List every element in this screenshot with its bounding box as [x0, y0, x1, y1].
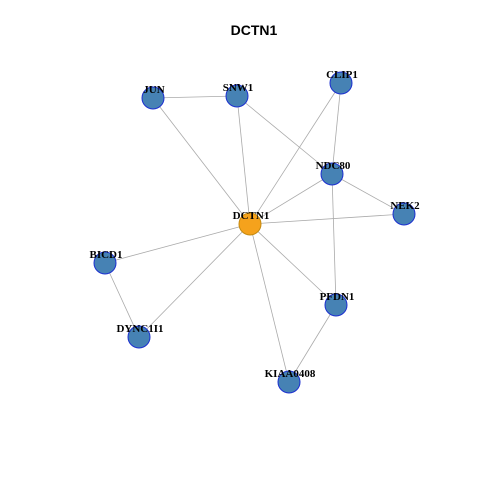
- node-label-snw1: SNW1: [223, 82, 254, 94]
- node-snw1[interactable]: [225, 84, 249, 108]
- node-clip1[interactable]: [329, 71, 353, 95]
- node-label-jun: JUN: [143, 84, 164, 96]
- edge-dctn1-jun: [152, 97, 251, 225]
- node-pfdn1[interactable]: [324, 293, 348, 317]
- edge-snw1-ndc80: [236, 95, 333, 175]
- node-bicd1[interactable]: [93, 251, 117, 275]
- node-label-dync1i1: DYNC1I1: [116, 323, 163, 335]
- edge-pfdn1-kiaa0408: [288, 304, 337, 383]
- node-label-bicd1: BICD1: [89, 249, 122, 261]
- edge-ndc80-pfdn1: [331, 173, 337, 306]
- node-nek2[interactable]: [392, 202, 416, 226]
- edge-dctn1-nek2: [249, 213, 405, 225]
- node-ndc80[interactable]: [320, 162, 344, 186]
- node-label-ndc80: NDC80: [316, 160, 351, 172]
- edges-layer: [104, 82, 405, 383]
- edge-bicd1-dync1i1: [104, 262, 140, 338]
- node-label-clip1: CLIP1: [326, 69, 358, 81]
- edge-dctn1-snw1: [236, 95, 251, 225]
- edge-dctn1-kiaa0408: [249, 223, 290, 383]
- node-label-dctn1: DCTN1: [233, 210, 270, 222]
- node-label-kiaa0408: KIAA0408: [265, 368, 316, 380]
- edge-dctn1-bicd1: [104, 223, 251, 264]
- edge-dctn1-dync1i1: [138, 223, 251, 338]
- edge-ndc80-nek2: [331, 173, 405, 215]
- edge-clip1-ndc80: [331, 82, 342, 175]
- edge-dctn1-pfdn1: [249, 223, 337, 306]
- node-jun[interactable]: [141, 86, 165, 110]
- edge-jun-snw1: [152, 95, 238, 99]
- node-label-pfdn1: PFDN1: [320, 291, 355, 303]
- node-kiaa0408[interactable]: [277, 370, 301, 394]
- nodes-layer: [93, 71, 416, 394]
- edge-dctn1-clip1: [249, 82, 342, 225]
- diagram-title: DCTN1: [231, 22, 278, 38]
- node-dctn1[interactable]: [238, 212, 262, 236]
- edge-dctn1-ndc80: [249, 173, 333, 225]
- node-label-nek2: NEK2: [390, 200, 420, 212]
- node-dync1i1[interactable]: [127, 325, 151, 349]
